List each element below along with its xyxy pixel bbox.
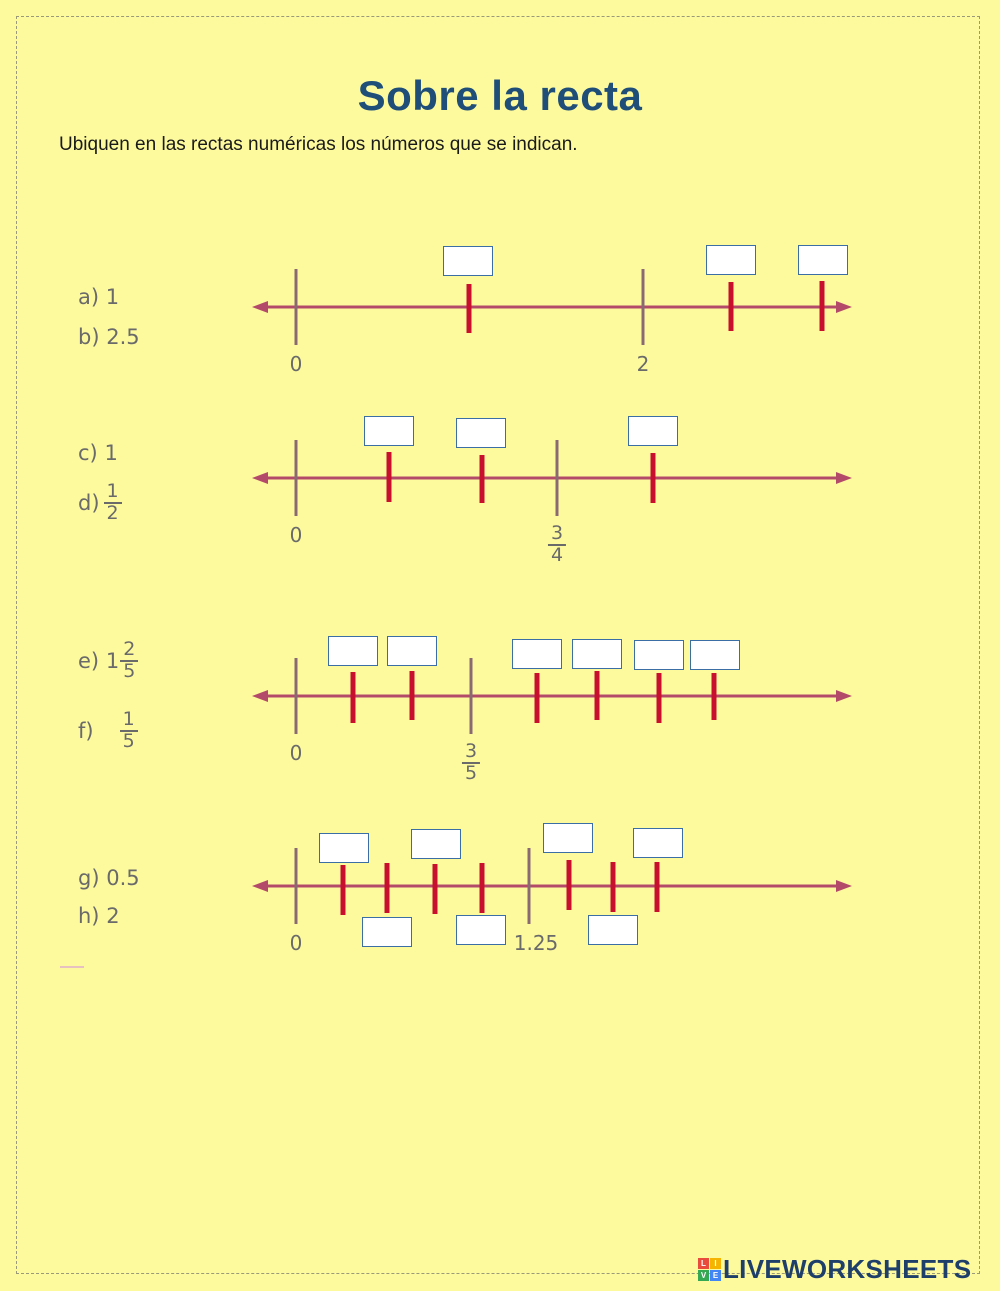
- answer-box-12[interactable]: [690, 640, 740, 670]
- liveworksheets-logo: L I V E LIVEWORKSHEETS: [698, 1254, 971, 1284]
- logo-icon: L I V E: [698, 1257, 721, 1281]
- tick-label: 1.25: [513, 931, 559, 955]
- tick-label: 0: [289, 352, 303, 376]
- answer-box-17[interactable]: [362, 917, 412, 947]
- answer-box-8[interactable]: [387, 636, 437, 666]
- stray-mark: [60, 966, 84, 968]
- answer-box-2[interactable]: [706, 245, 756, 275]
- answer-box-1[interactable]: [443, 246, 493, 276]
- left-arrow-icon: [252, 472, 268, 484]
- logo-text: LIVEWORKSHEETS: [723, 1253, 972, 1284]
- answer-box-9[interactable]: [512, 639, 562, 669]
- tick-label: 0: [289, 741, 303, 765]
- label-g: g) 0.5: [78, 866, 140, 890]
- answer-box-11[interactable]: [634, 640, 684, 670]
- answer-box-14[interactable]: [411, 829, 461, 859]
- answer-box-6[interactable]: [628, 416, 678, 446]
- answer-box-7[interactable]: [328, 636, 378, 666]
- tick-label: 2: [636, 352, 650, 376]
- answer-box-10[interactable]: [572, 639, 622, 669]
- label-a: a) 1: [78, 285, 120, 309]
- answer-box-3[interactable]: [798, 245, 848, 275]
- label-c: c) 1: [78, 441, 118, 465]
- answer-box-18[interactable]: [456, 915, 506, 945]
- page-frame: [16, 16, 980, 1274]
- left-arrow-icon: [252, 690, 268, 702]
- tick-label: 0: [289, 931, 303, 955]
- answer-box-13[interactable]: [319, 833, 369, 863]
- instructions-text: Ubiquen en las rectas numéricas los núme…: [59, 134, 578, 155]
- answer-box-5[interactable]: [456, 418, 506, 448]
- tick-label: 0: [289, 523, 303, 547]
- right-arrow-icon: [836, 472, 852, 484]
- answer-box-4[interactable]: [364, 416, 414, 446]
- left-arrow-icon: [252, 880, 268, 892]
- page-title: Sobre la recta: [357, 72, 643, 119]
- answer-box-15[interactable]: [543, 823, 593, 853]
- right-arrow-icon: [836, 880, 852, 892]
- label-h: h) 2: [78, 904, 120, 928]
- answer-box-19[interactable]: [588, 915, 638, 945]
- answer-box-16[interactable]: [633, 828, 683, 858]
- right-arrow-icon: [836, 301, 852, 313]
- right-arrow-icon: [836, 690, 852, 702]
- left-arrow-icon: [252, 301, 268, 313]
- label-b: b) 2.5: [78, 325, 140, 349]
